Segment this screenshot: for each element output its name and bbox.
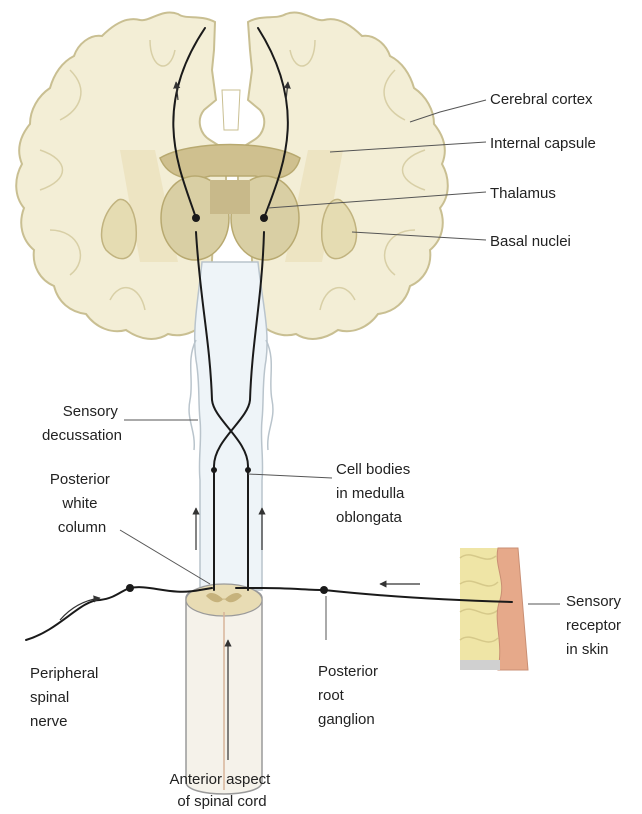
label-posterior-white-column: Posterior white column <box>50 471 114 536</box>
ventricle <box>222 90 240 130</box>
label-sensory-decussation: Sensory decussation <box>42 403 122 444</box>
label-sensory-receptor: Sensory receptor in skin <box>566 593 625 658</box>
brainstem <box>195 262 267 590</box>
label-basal-nuclei: Basal nuclei <box>490 233 571 250</box>
label-peripheral-spinal-nerve: Peripheral spinal nerve <box>30 665 103 730</box>
label-posterior-root-ganglion: Posterior root ganglion <box>318 663 382 728</box>
label-internal-capsule: Internal capsule <box>490 135 596 152</box>
label-thalamus: Thalamus <box>490 185 556 202</box>
label-cerebral-cortex: Cerebral cortex <box>490 91 593 108</box>
thalamus-bridge <box>210 180 250 214</box>
label-cell-bodies: Cell bodies in medulla oblongata <box>336 461 414 526</box>
skin-section <box>460 548 528 670</box>
